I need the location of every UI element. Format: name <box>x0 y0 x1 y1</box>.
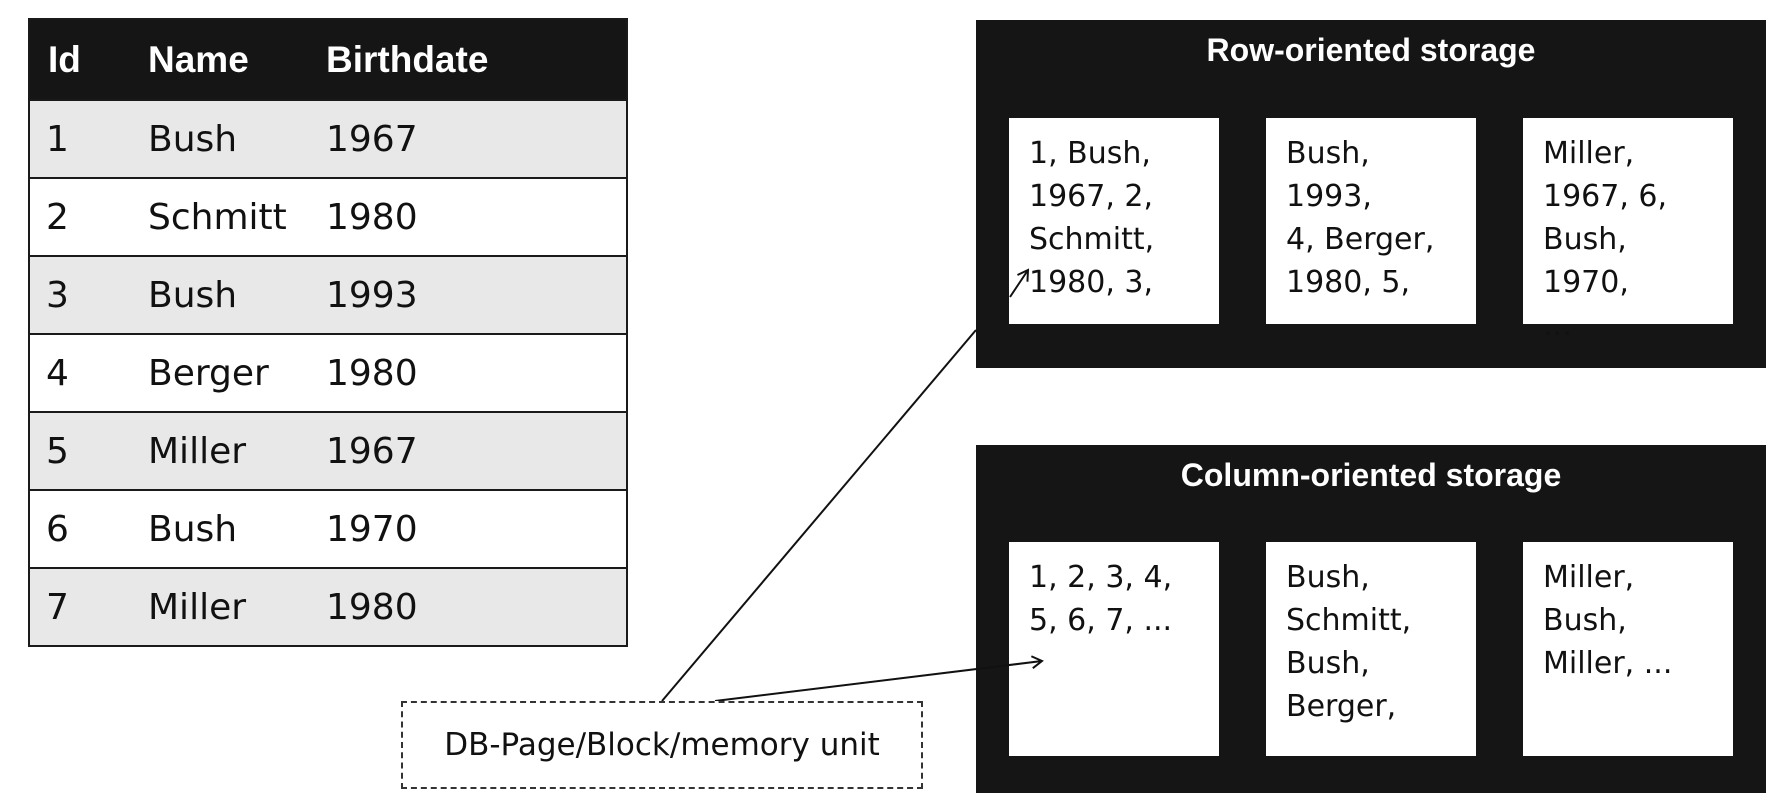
column-storage-block-2: Bush, Schmitt, Bush, Berger, <box>1266 542 1476 756</box>
header-id: Id <box>48 38 81 80</box>
header-birthdate: Birthdate <box>326 38 489 80</box>
cell-name: Miller <box>148 430 247 472</box>
column-storage-panel: Column-oriented storage 1, 2, 3, 4, 5, 6… <box>976 445 1766 793</box>
cell-name: Bush <box>148 274 238 316</box>
cell-id: 2 <box>46 196 69 238</box>
column-storage-title: Column-oriented storage <box>1180 457 1562 493</box>
person-table: Id Name Birthdate 1 Bush 1967 2 Schmitt … <box>28 18 628 647</box>
table-row: 2 Schmitt 1980 <box>30 177 626 255</box>
column-storage-block-1: 1, 2, 3, 4, 5, 6, 7, ... <box>1009 542 1219 756</box>
table-row: 1 Bush 1967 <box>30 99 626 177</box>
cell-birthdate: 1993 <box>326 274 418 316</box>
cell-name: Berger <box>148 352 269 394</box>
cell-name: Bush <box>148 508 238 550</box>
header-name: Name <box>148 38 249 80</box>
cell-name: Schmitt <box>148 196 287 238</box>
cell-id: 1 <box>46 118 69 160</box>
cell-birthdate: 1967 <box>326 430 418 472</box>
cell-id: 4 <box>46 352 69 394</box>
cell-birthdate: 1970 <box>326 508 418 550</box>
row-storage-panel: Row-oriented storage 1, Bush, 1967, 2, S… <box>976 20 1766 368</box>
table-row: 4 Berger 1980 <box>30 333 626 411</box>
cell-birthdate: 1980 <box>326 586 418 628</box>
cell-id: 3 <box>46 274 69 316</box>
cell-id: 5 <box>46 430 69 472</box>
row-storage-block-1: 1, Bush, 1967, 2, Schmitt, 1980, 3, <box>1009 118 1219 324</box>
row-storage-title: Row-oriented storage <box>1206 32 1536 68</box>
table-row: 7 Miller 1980 <box>30 567 626 645</box>
cell-name: Miller <box>148 586 247 628</box>
db-page-label: DB-Page/Block/memory unit <box>401 701 923 789</box>
table-header: Id Name Birthdate <box>30 20 626 99</box>
cell-birthdate: 1967 <box>326 118 418 160</box>
connector-to-row-panel <box>661 329 977 702</box>
cell-birthdate: 1980 <box>326 352 418 394</box>
row-storage-block-3: Miller, 1967, 6, Bush, 1970, ... <box>1523 118 1733 343</box>
table-row: 5 Miller 1967 <box>30 411 626 489</box>
cell-id: 6 <box>46 508 69 550</box>
cell-name: Bush <box>148 118 238 160</box>
row-storage-block-2: Bush, 1993, 4, Berger, 1980, 5, <box>1266 118 1476 324</box>
table-row: 3 Bush 1993 <box>30 255 626 333</box>
column-storage-block-3: Miller, Bush, Miller, ... <box>1523 542 1733 756</box>
cell-id: 7 <box>46 586 69 628</box>
cell-birthdate: 1980 <box>326 196 418 238</box>
table-row: 6 Bush 1970 <box>30 489 626 567</box>
